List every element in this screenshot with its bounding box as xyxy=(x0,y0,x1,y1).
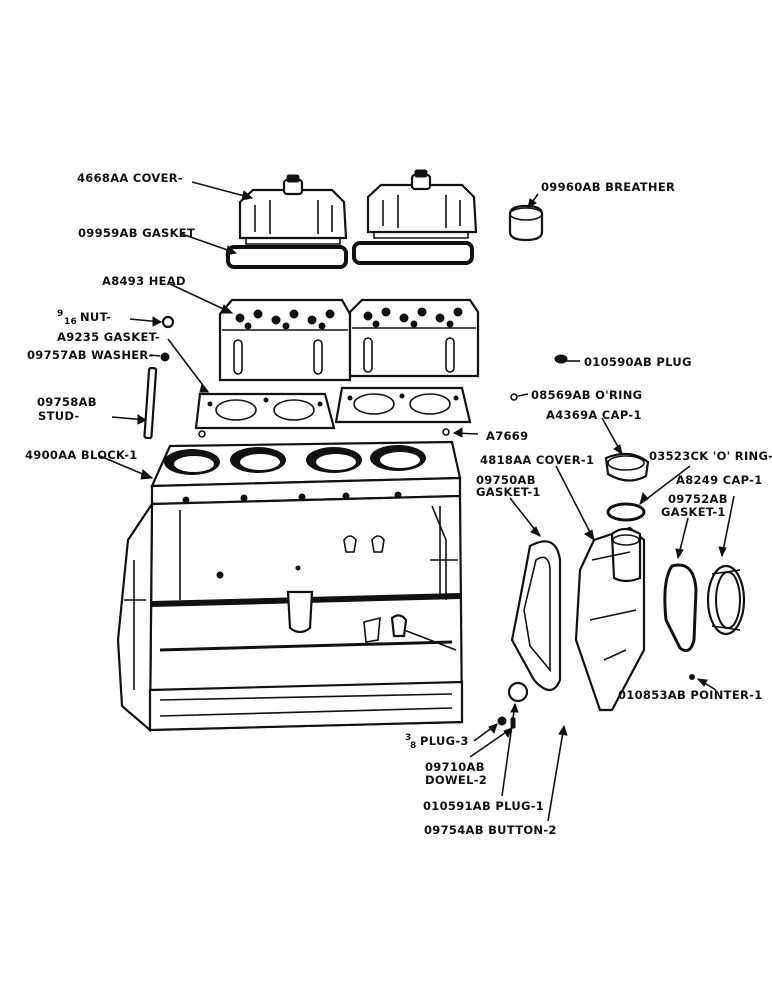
cylinder-head-right xyxy=(348,298,480,378)
label-plug3-denominator: 8 xyxy=(410,741,417,751)
label-dowel: DOWEL-2 xyxy=(425,773,487,787)
label-button: 09754AB BUTTON-2 xyxy=(424,823,557,837)
label-pointer: 010853AB POINTER-1 xyxy=(618,688,763,702)
label-gasket-09752-number: 09752AB xyxy=(668,492,728,506)
nut-washer-stud xyxy=(143,315,175,440)
timing-cover-4818 xyxy=(574,526,646,712)
label-gasket-09750-number: 09750AB xyxy=(476,473,536,487)
label-stud: STUD- xyxy=(38,409,80,423)
oring-03523 xyxy=(606,502,646,522)
cover-gaskets xyxy=(226,241,474,269)
label-cap-a4369: A4369A CAP-1 xyxy=(546,408,642,422)
label-washer: 09757AB WASHER- xyxy=(27,348,154,362)
cap-a4369 xyxy=(604,452,650,482)
small-plug-and-oring xyxy=(510,354,568,401)
label-a7669: A7669 xyxy=(486,429,528,443)
label-gasket-a9235: A9235 GASKET- xyxy=(57,330,160,344)
label-nut: NUT- xyxy=(80,310,111,324)
label-plug3-numerator: 3 xyxy=(405,733,412,743)
label-cover-4668: 4668AA COVER- xyxy=(77,171,183,185)
label-plug-3: PLUG-3 xyxy=(420,734,469,748)
gasket-09752 xyxy=(663,563,698,653)
label-cap-a8249: A8249 CAP-1 xyxy=(676,473,763,487)
part-labels: 4668AA COVER- 09960AB BREATHER 09959AB G… xyxy=(25,171,772,837)
leader-lines xyxy=(99,181,735,822)
label-head: A8493 HEAD xyxy=(102,274,186,288)
engine-block xyxy=(116,440,464,733)
label-nut-numerator: 9 xyxy=(57,309,64,319)
label-oring-08569: 08569AB O'RING xyxy=(531,388,642,402)
label-gasket-09750: GASKET-1 xyxy=(476,485,541,499)
label-block: 4900AA BLOCK-1 xyxy=(25,448,138,462)
label-dowel-number: 09710AB xyxy=(425,760,485,774)
label-gasket-09752: GASKET-1 xyxy=(661,505,726,519)
valve-cover-right xyxy=(366,169,478,239)
label-oring-03523: 03523CK 'O' RING-1 xyxy=(649,449,772,463)
label-stud-number: 09758AB xyxy=(37,395,97,409)
gasket-09750 xyxy=(510,540,562,692)
pointer-010853 xyxy=(689,674,695,680)
label-plug-010591: 010591AB PLUG-1 xyxy=(423,799,544,813)
cylinder-head-left xyxy=(218,298,352,382)
head-gaskets xyxy=(194,386,472,438)
label-nut-denominator: 16 xyxy=(64,317,77,327)
valve-cover-left xyxy=(238,174,348,245)
cap-a8249 xyxy=(706,564,746,636)
label-gasket-09959: 09959AB GASKET xyxy=(78,226,195,240)
breather-cap xyxy=(508,204,544,242)
label-plug-010590: 010590AB PLUG xyxy=(584,355,692,369)
label-cover-4818: 4818AA COVER-1 xyxy=(480,453,594,467)
label-breather: 09960AB BREATHER xyxy=(541,180,675,194)
